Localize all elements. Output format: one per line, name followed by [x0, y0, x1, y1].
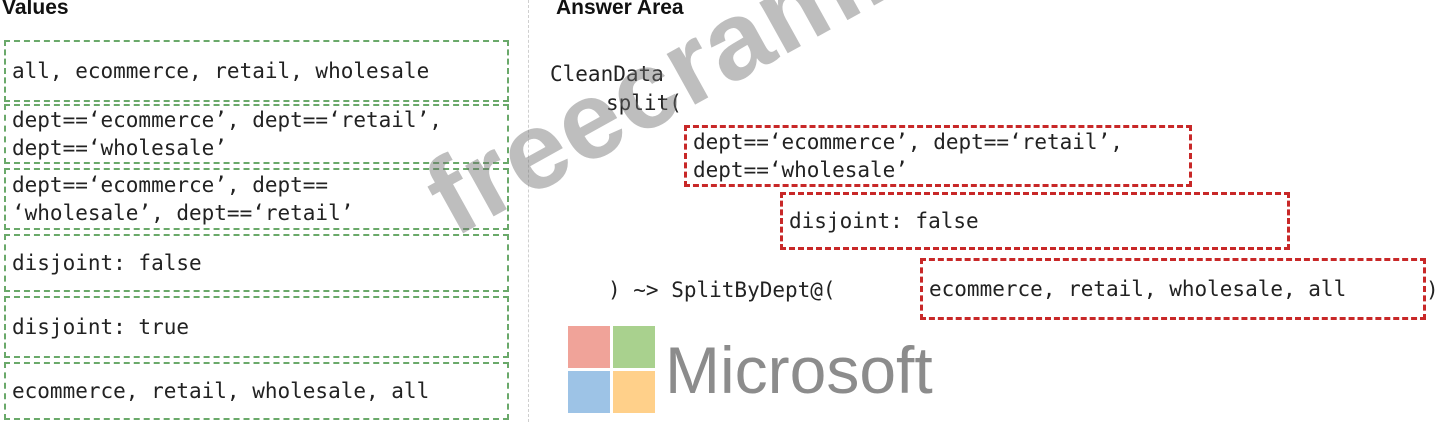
- code-line-splitbydept: ) ~> SplitByDept@(: [608, 278, 836, 302]
- code-close-paren: ): [1426, 276, 1437, 304]
- microsoft-logo-icon: [568, 326, 655, 413]
- values-heading: Values: [2, 0, 69, 19]
- logo-square-yellow: [613, 371, 655, 413]
- panel-divider: [528, 0, 529, 422]
- code-line-cleandata: CleanData: [550, 62, 664, 86]
- logo-square-green: [613, 326, 655, 368]
- value-tile-all-first[interactable]: all, ecommerce, retail, wholesale: [4, 40, 509, 102]
- value-tile-disjoint-false[interactable]: disjoint: false: [4, 234, 509, 292]
- value-tile-all-last[interactable]: ecommerce, retail, wholesale, all: [4, 362, 509, 420]
- logo-square-red: [568, 326, 610, 368]
- drop-target-conditions[interactable]: dept==‘ecommerce’, dept==‘retail’, dept=…: [684, 125, 1192, 187]
- drop-target-streams[interactable]: ecommerce, retail, wholesale, all: [920, 258, 1426, 320]
- value-tile-alt-conditions[interactable]: dept==‘ecommerce’, dept== ‘wholesale’, d…: [4, 168, 509, 230]
- answer-area-heading: Answer Area: [556, 0, 684, 19]
- code-line-split: split(: [606, 91, 682, 115]
- microsoft-logo: Microsoft: [568, 326, 933, 413]
- logo-square-blue: [568, 371, 610, 413]
- value-tile-ordered-conditions[interactable]: dept==‘ecommerce’, dept==‘retail’, dept=…: [4, 104, 509, 164]
- microsoft-logo-text: Microsoft: [665, 332, 933, 407]
- value-tile-disjoint-true[interactable]: disjoint: true: [4, 296, 509, 358]
- drop-target-disjoint[interactable]: disjoint: false: [780, 192, 1290, 250]
